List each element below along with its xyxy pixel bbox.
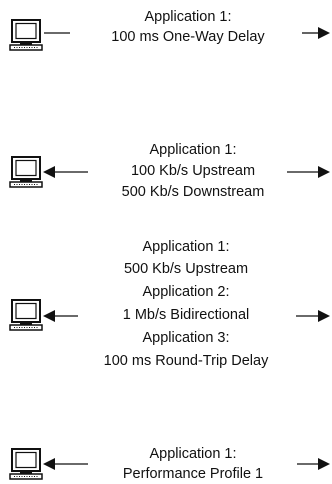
label-line: Application 3: [142, 330, 229, 346]
computer-icon [9, 448, 43, 480]
arrow-right-icon [318, 166, 330, 178]
computer-icon [9, 19, 43, 51]
label-line: 100 Kb/s Upstream [131, 163, 255, 179]
group-multi-application: Application 1: 500 Kb/s Upstream Applica… [9, 239, 330, 369]
label-line: 100 ms One-Way Delay [111, 29, 265, 45]
arrow-right-icon [318, 27, 330, 39]
arrow-right-icon [318, 310, 330, 322]
label-line: Application 1: [149, 446, 236, 462]
group-one-way-delay: Application 1: 100 ms One-Way Delay [9, 9, 330, 51]
label-line: 1 Mb/s Bidirectional [123, 307, 250, 323]
label-line: 500 Kb/s Upstream [124, 261, 248, 277]
label-line: Performance Profile 1 [123, 466, 263, 482]
arrow-right-icon [318, 458, 330, 470]
label-line: Application 1: [144, 9, 231, 25]
label-line: Application 1: [149, 142, 236, 158]
label-line: 100 ms Round-Trip Delay [104, 353, 269, 369]
computer-icon [9, 299, 43, 331]
label-line: Application 2: [142, 284, 229, 300]
arrow-left-icon [43, 458, 55, 470]
computer-icon [9, 156, 43, 188]
label-line: Application 1: [142, 239, 229, 255]
arrow-left-icon [43, 166, 55, 178]
group-upstream-downstream: Application 1: 100 Kb/s Upstream 500 Kb/… [9, 142, 330, 200]
group-performance-profile: Application 1: Performance Profile 1 [9, 446, 330, 482]
label-line: 500 Kb/s Downstream [122, 184, 265, 200]
arrow-left-icon [43, 310, 55, 322]
